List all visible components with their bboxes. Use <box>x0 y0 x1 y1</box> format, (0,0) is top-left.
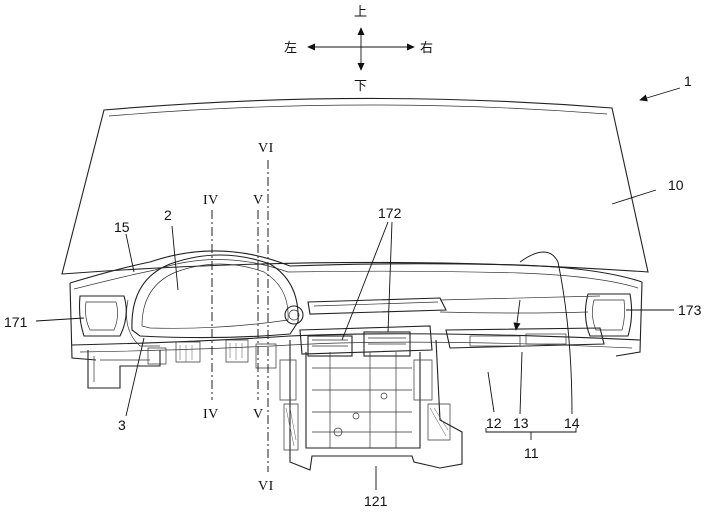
label-part-15: 15 <box>114 219 130 235</box>
label-assembly: 1 <box>684 73 692 89</box>
direction-down-label: 下 <box>354 79 367 94</box>
label-vent-center: 172 <box>378 205 402 221</box>
direction-right-label: 右 <box>420 41 433 56</box>
right-air-vent <box>584 293 633 337</box>
label-lower-panel: 3 <box>118 417 126 433</box>
section-v-top-label: V <box>253 193 264 208</box>
center-duct-structure <box>279 339 463 471</box>
label-vent-right: 173 <box>678 302 702 318</box>
label-part-12: 12 <box>486 415 502 431</box>
label-module-11: 11 <box>524 445 539 461</box>
left-air-vent <box>78 295 127 337</box>
label-windshield: 10 <box>668 177 684 193</box>
label-part-13: 13 <box>513 415 529 431</box>
label-vent-left: 171 <box>4 314 28 330</box>
section-lines: IV IV V V VI VI <box>203 141 274 494</box>
section-v-bottom-label: V <box>253 407 264 422</box>
label-part-14: 14 <box>564 415 580 431</box>
reference-numerals: 1 10 2 15 171 173 172 3 12 13 14 11 121 <box>4 73 702 509</box>
section-iv-bottom-label: IV <box>203 407 219 422</box>
label-duct-center: 121 <box>364 493 388 509</box>
windshield <box>61 97 649 275</box>
center-air-vent <box>307 297 447 315</box>
instrument-panel <box>69 250 643 389</box>
label-cluster: 2 <box>164 207 172 223</box>
direction-up-label: 上 <box>354 5 367 20</box>
leader-lines <box>35 87 681 490</box>
section-vi-bottom-label: VI <box>258 479 274 494</box>
direction-indicator: 上 下 左 右 <box>284 5 433 94</box>
direction-left-label: 左 <box>284 41 297 56</box>
instrument-cluster <box>131 254 299 339</box>
section-iv-top-label: IV <box>203 193 219 208</box>
section-vi-top-label: VI <box>258 141 274 156</box>
